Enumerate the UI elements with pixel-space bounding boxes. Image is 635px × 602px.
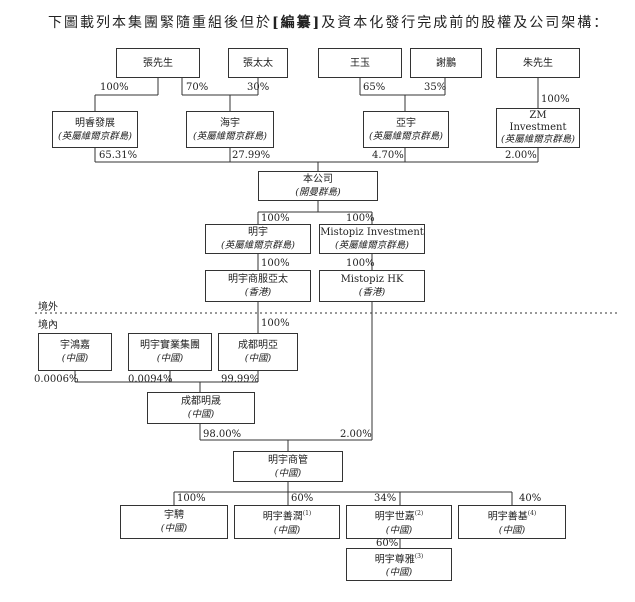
pct-yuhongjia-mingsheng: 0.0006% bbox=[34, 374, 79, 385]
shareholder-zhang-mr: 張先生 bbox=[116, 48, 200, 78]
pct-company-mistopiz: 100% bbox=[346, 213, 375, 224]
entity-mingyu-commercial: 明宇商管(中國) bbox=[233, 451, 343, 482]
pct-company-mingyu: 100% bbox=[261, 213, 290, 224]
entity-mistopiz-investment: Mistopiz Investment(英屬維爾京群島) bbox=[319, 224, 425, 254]
entity-haiyu: 海宇(英屬維爾京群島) bbox=[186, 111, 274, 148]
pct-mingsheng-commercial: 98.00% bbox=[203, 429, 242, 440]
shareholder-wang-yu: 王玉 bbox=[318, 48, 402, 78]
shareholder-zhu-mr: 朱先生 bbox=[496, 48, 580, 78]
shareholder-zhang-mrs: 張太太 bbox=[228, 48, 288, 78]
page-title: 下圖載列本集團緊隨重組後但於[編纂]及資本化發行完成前的股權及公司架構： bbox=[48, 15, 610, 31]
pct-yayu-company: 4.70% bbox=[372, 150, 404, 161]
pct-wang-yayu: 65% bbox=[363, 82, 386, 93]
entity-mingyu-zunya: 明宇尊雅(3)(中國) bbox=[346, 548, 452, 581]
pct-mistopiz-hk: 100% bbox=[346, 258, 375, 269]
pct-mingyu-hk: 100% bbox=[261, 258, 290, 269]
entity-mingyu-shanji: 明宇善基(4)(中國) bbox=[458, 505, 566, 539]
entity-yuhongjia: 宇鴻嘉(中國) bbox=[38, 333, 112, 371]
pct-xie-yayu: 35% bbox=[424, 82, 447, 93]
pct-mingrui-company: 65.31% bbox=[99, 150, 138, 161]
entity-mingyu-shijia: 明宇世嘉(2)(中國) bbox=[346, 505, 452, 539]
entity-mingrui: 明睿發展(英屬維爾京群島) bbox=[52, 111, 138, 148]
entity-mistopiz-hk: Mistopiz HK(香港) bbox=[319, 270, 425, 302]
entity-yupin: 宇騁(中國) bbox=[120, 505, 228, 539]
entity-mingyu-hk: 明宇商服亞太(香港) bbox=[205, 270, 311, 302]
entity-chengdu-mingsheng: 成都明晟(中國) bbox=[147, 392, 255, 424]
entity-mingyu-bvi: 明宇(英屬維爾京群島) bbox=[205, 224, 311, 254]
entity-mingyu-shanrun: 明宇善潤(1)(中國) bbox=[234, 505, 340, 539]
onshore-label: 境內 bbox=[38, 320, 58, 331]
pct-commercial-shanji: 40% bbox=[519, 493, 542, 504]
pct-zhu-zm: 100% bbox=[541, 94, 570, 105]
pct-zm-company: 2.00% bbox=[505, 150, 537, 161]
pct-mistopiz-commercial: 2.00% bbox=[340, 429, 372, 440]
pct-mrs-haiyu: 30% bbox=[247, 82, 270, 93]
pct-commercial-yupin: 100% bbox=[177, 493, 206, 504]
pct-mingya-mingsheng: 99.99% bbox=[221, 374, 260, 385]
entity-chengdu-mingya: 成都明亞(中國) bbox=[218, 333, 298, 371]
entity-company: 本公司(開曼群島) bbox=[258, 171, 378, 201]
pct-hk-chengdu-mingya: 100% bbox=[261, 318, 290, 329]
pct-commercial-shanrun: 60% bbox=[291, 493, 314, 504]
entity-yayu: 亞宇(英屬維爾京群島) bbox=[363, 111, 449, 148]
offshore-label: 境外 bbox=[38, 302, 58, 313]
pct-shijia-zunya: 60% bbox=[376, 538, 399, 549]
entity-mingyu-industrial: 明宇實業集團(中國) bbox=[128, 333, 212, 371]
pct-industrial-mingsheng: 0.0094% bbox=[128, 374, 173, 385]
pct-zhang-haiyu: 70% bbox=[186, 82, 209, 93]
pct-haiyu-company: 27.99% bbox=[232, 150, 271, 161]
pct-zhang-mingrui: 100% bbox=[100, 82, 129, 93]
pct-commercial-shijia: 34% bbox=[374, 493, 397, 504]
shareholder-xie-peng: 謝鵬 bbox=[410, 48, 482, 78]
